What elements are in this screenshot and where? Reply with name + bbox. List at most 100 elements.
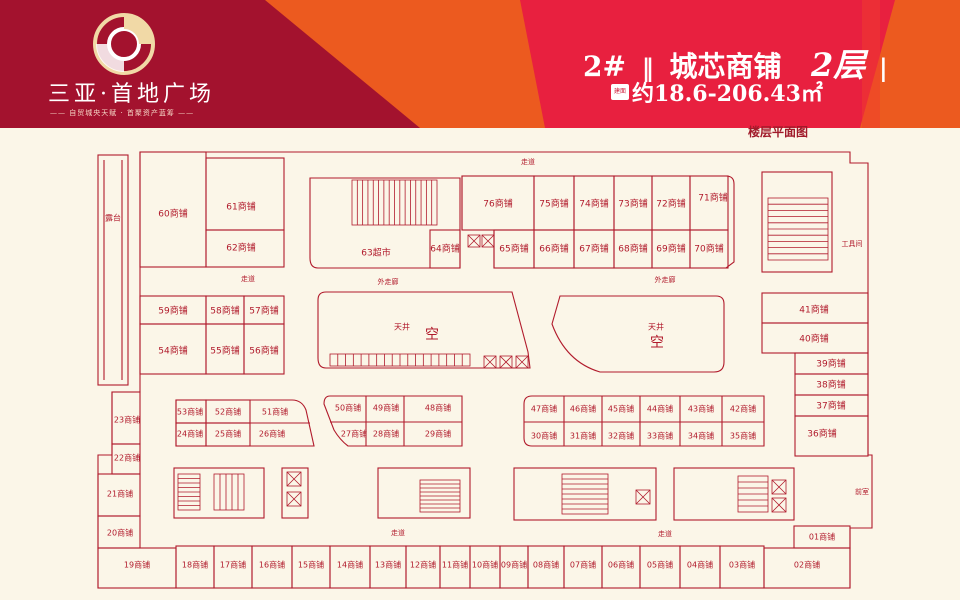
area-range: 约18.6-206.43㎡	[632, 81, 823, 107]
shop-16-label: 16商铺	[259, 560, 285, 570]
outer-corridor-label: 外走廊	[655, 275, 676, 284]
shop-block-48	[323, 395, 463, 447]
stairs-icon	[561, 473, 609, 515]
elevator-icon	[515, 355, 529, 369]
shop-02-label: 02商铺	[794, 560, 820, 570]
shop-47-label: 47商铺	[531, 404, 557, 414]
shop-09-label: 09商铺	[501, 560, 527, 570]
stairs-icon	[767, 197, 829, 261]
shop-block-51	[175, 399, 315, 447]
stair-core-right	[761, 171, 833, 273]
corridor-label: 走道	[521, 157, 535, 166]
outer-wall	[97, 151, 873, 589]
shop-74-label: 74商铺	[579, 198, 608, 210]
building-heading: 2# ‖ 城芯商铺 2层 |	[583, 46, 888, 84]
corridor-label: 走道	[241, 274, 255, 283]
atrium-left	[317, 291, 531, 369]
shop-57-label: 57商铺	[249, 305, 278, 317]
shop-36	[794, 415, 869, 457]
shop-07-label: 07商铺	[570, 560, 596, 570]
shop-33-label: 33商铺	[647, 431, 673, 441]
core-far-right	[673, 467, 795, 521]
shop-04-label: 04商铺	[687, 560, 713, 570]
shop-70	[689, 229, 729, 269]
elevator-icon	[771, 497, 787, 513]
shop-46-label: 46商铺	[570, 404, 596, 414]
stairs-icon	[737, 475, 769, 513]
shop-37-label: 37商铺	[816, 400, 845, 412]
shop-76-label: 76商铺	[483, 198, 512, 210]
front-room-label: 前室	[855, 487, 869, 496]
shop-25-label: 25商铺	[215, 429, 241, 439]
shop-55-label: 55商铺	[210, 345, 239, 357]
shop-01	[793, 525, 851, 549]
elevator-icon	[483, 355, 497, 369]
shop-64-label: 64商铺	[430, 243, 459, 255]
elevator-icon	[286, 471, 302, 487]
shop-22-label: 22商铺	[114, 453, 140, 463]
shop-50-label: 50商铺	[335, 403, 361, 413]
shop-49-label: 49商铺	[373, 403, 399, 413]
shop-75-label: 75商铺	[539, 198, 568, 210]
atrium-right	[551, 295, 725, 373]
tool-room-label: 工具间	[842, 240, 863, 248]
shop-block-42	[523, 395, 765, 447]
shop-30-label: 30商铺	[531, 431, 557, 441]
shop-35-label: 35商铺	[730, 431, 756, 441]
elevator-icon	[771, 479, 787, 495]
shop-34-label: 34商铺	[688, 431, 714, 441]
shop-54-label: 54商铺	[158, 345, 187, 357]
shop-53-label: 53商铺	[177, 407, 203, 417]
shop-08-label: 08商铺	[533, 560, 559, 570]
shop-62-label: 62商铺	[226, 242, 255, 254]
elevator-icon	[286, 491, 302, 507]
shop-68-label: 68商铺	[618, 243, 647, 255]
plan-title: 楼层平面图	[748, 125, 809, 139]
core-mid	[377, 467, 471, 519]
shop-06-label: 06商铺	[608, 560, 634, 570]
elevator-icon	[499, 355, 513, 369]
stairs-icon	[419, 479, 461, 513]
shop-26-label: 26商铺	[259, 429, 285, 439]
stairs-icon	[177, 473, 201, 511]
shop-05-label: 05商铺	[647, 560, 673, 570]
shop-65-label: 65商铺	[499, 243, 528, 255]
shop-42-label: 42商铺	[730, 404, 756, 414]
escalator-icon	[329, 353, 471, 367]
shop-23-label: 23商铺	[114, 415, 140, 425]
logo-name: 三亚·首地广场	[48, 82, 215, 107]
supermarket-63	[309, 177, 461, 269]
elevator-icon	[635, 489, 651, 505]
shop-13-label: 13商铺	[375, 560, 401, 570]
shop-52-label: 52商铺	[215, 407, 241, 417]
shop-43-label: 43商铺	[688, 404, 714, 414]
shop-51-label: 51商铺	[262, 407, 288, 417]
shop-03-label: 03商铺	[729, 560, 755, 570]
escalator-icon	[351, 179, 438, 226]
shop-45-label: 45商铺	[608, 404, 634, 414]
shop-15-label: 15商铺	[298, 560, 324, 570]
shop-73-label: 73商铺	[618, 198, 647, 210]
shop-31-label: 31商铺	[570, 431, 596, 441]
shop-21-label: 21商铺	[107, 489, 133, 499]
area-badge: 建面	[611, 84, 629, 100]
shop-60-label: 60商铺	[158, 208, 187, 220]
shop-71-label: 71商铺	[698, 192, 727, 204]
building-number: 2#	[583, 50, 626, 83]
shop-64	[429, 229, 461, 269]
terrace	[97, 154, 129, 386]
shop-61-label: 61商铺	[226, 201, 255, 213]
shop-59-label: 59商铺	[158, 305, 187, 317]
shop-56	[243, 323, 285, 375]
shop-67-label: 67商铺	[579, 243, 608, 255]
shop-58-label: 58商铺	[210, 305, 239, 317]
shop-29-label: 29商铺	[425, 429, 451, 439]
logo-tagline: —— 自贸城央天赋 · 首聚资产蓝筹 ——	[50, 109, 195, 117]
shop-61	[205, 157, 285, 231]
corridor-label: 走道	[391, 528, 405, 537]
header-banner	[0, 0, 960, 128]
shop-12-label: 12商铺	[410, 560, 436, 570]
atrium-left-label: 天井	[394, 322, 410, 332]
shop-48-label: 48商铺	[425, 403, 451, 413]
